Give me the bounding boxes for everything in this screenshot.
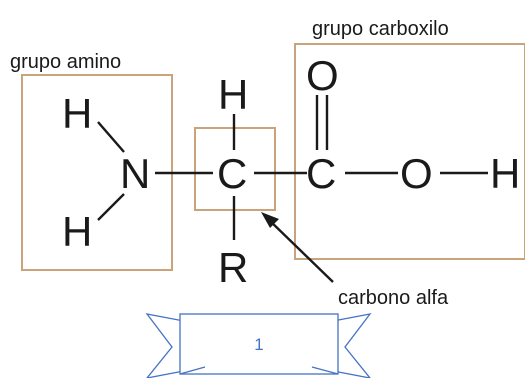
atom-amino-h-top: H — [62, 90, 92, 137]
atom-carboxyl-c: C — [306, 150, 336, 197]
atom-amino-h-bottom: H — [62, 208, 92, 255]
atom-alpha-c: C — [217, 150, 247, 197]
atom-hydroxyl-h: H — [490, 150, 520, 197]
carboxyl-group-label: grupo carboxilo — [312, 18, 449, 40]
atom-side-chain-r: R — [218, 244, 248, 291]
amino-group-label: grupo amino — [10, 51, 121, 73]
atom-nitrogen: N — [120, 150, 150, 197]
bond-h-bottom-n — [97, 193, 125, 221]
ribbon-center — [179, 313, 339, 375]
page-number-ribbon — [145, 313, 372, 378]
alpha-carbon-arrow — [261, 212, 334, 283]
alpha-carbon-label: carbono alfa — [338, 287, 449, 309]
bond-h-top-n — [97, 121, 125, 153]
carboxyl-group-box — [294, 43, 525, 260]
atom-alpha-h: H — [218, 71, 248, 118]
atom-hydroxyl-o: O — [400, 150, 433, 197]
page-number: 1 — [254, 335, 263, 354]
atom-carboxyl-o-double: O — [306, 52, 339, 99]
